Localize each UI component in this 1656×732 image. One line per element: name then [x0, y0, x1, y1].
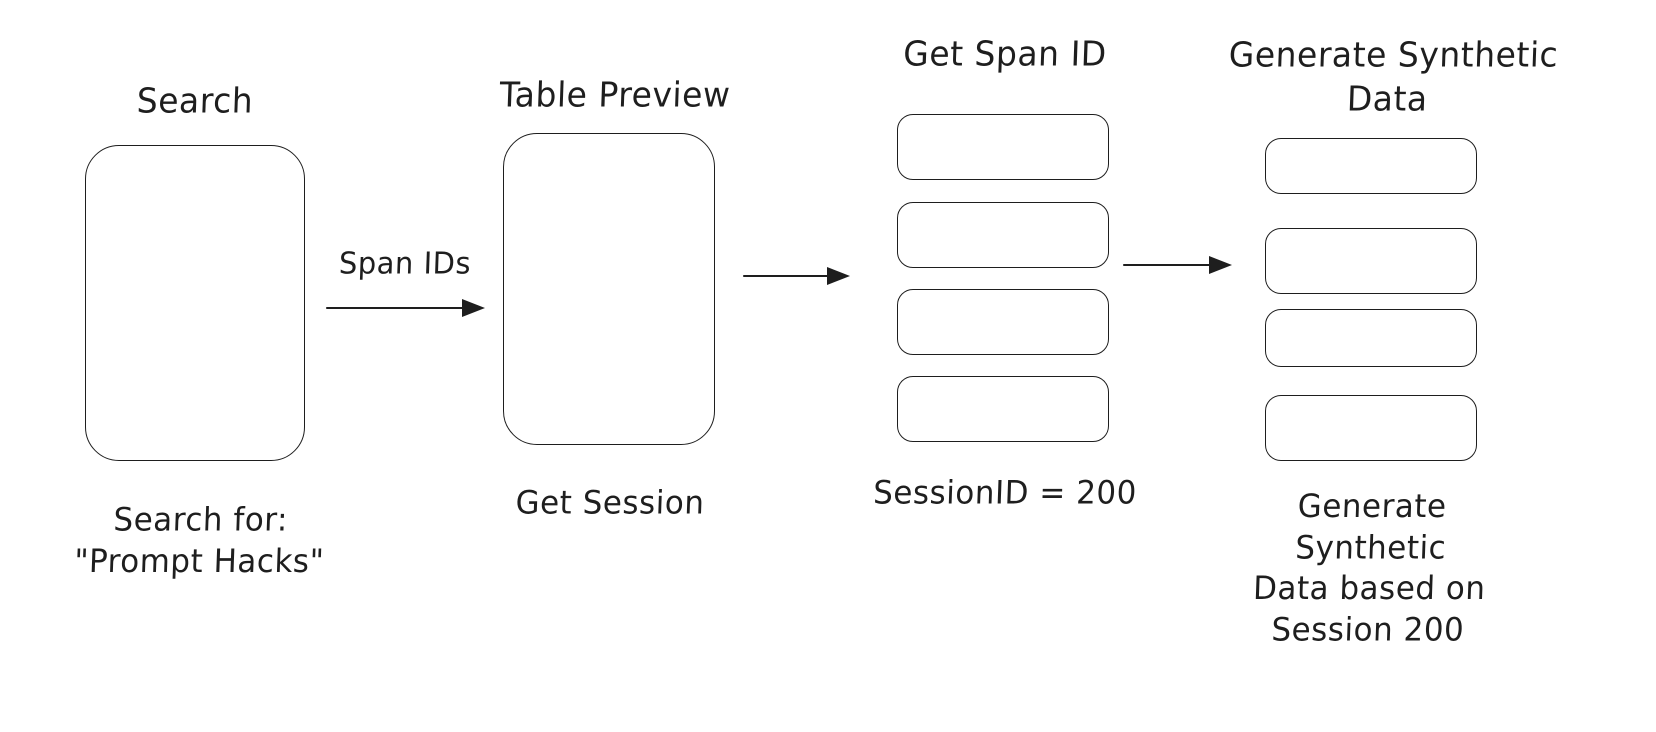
- node-get-span-id-row[interactable]: [897, 289, 1109, 355]
- arrow-table-to-span: [742, 260, 852, 286]
- node-get-span-id-caption: SessionID = 200: [872, 474, 1138, 512]
- node-get-span-id-row[interactable]: [897, 114, 1109, 180]
- node-generate-synthetic-data-caption: Generate Synthetic Data based on Session…: [1252, 487, 1487, 650]
- node-get-span-id-title: Get Span ID: [902, 33, 1108, 74]
- node-table-preview-box[interactable]: [503, 133, 715, 445]
- node-generate-synthetic-data-row[interactable]: [1265, 309, 1477, 367]
- node-generate-synthetic-data-row[interactable]: [1265, 228, 1477, 294]
- arrow-span-to-generate: [1122, 249, 1234, 275]
- edge-search-to-table-label: Span IDs: [338, 245, 472, 281]
- node-table-preview-caption: Get Session: [514, 484, 706, 522]
- node-generate-synthetic-data-row[interactable]: [1265, 138, 1477, 194]
- node-search-title: Search: [136, 80, 254, 121]
- node-search-caption: Search for: "Prompt Hacks": [73, 501, 325, 581]
- node-generate-synthetic-data-row[interactable]: [1265, 395, 1477, 461]
- node-search-box[interactable]: [85, 145, 305, 461]
- node-get-span-id-row[interactable]: [897, 376, 1109, 442]
- node-table-preview-title: Table Preview: [498, 74, 732, 115]
- node-generate-synthetic-data-title: Generate Synthetic Data: [1228, 34, 1559, 119]
- node-get-span-id-row[interactable]: [897, 202, 1109, 268]
- arrow-search-to-table: [325, 292, 487, 318]
